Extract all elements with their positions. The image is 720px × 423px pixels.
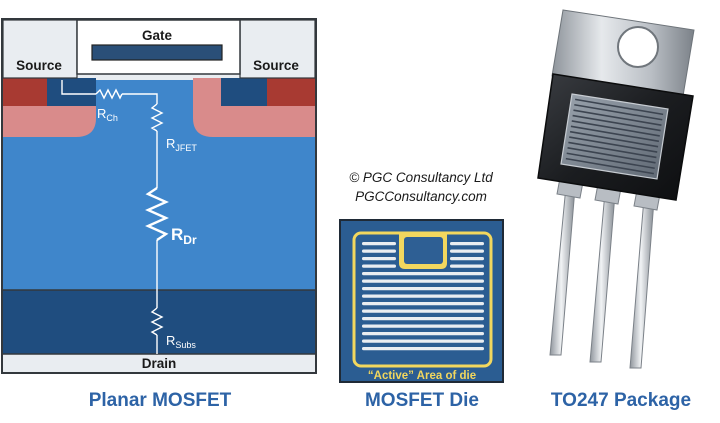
lead-left <box>549 185 576 356</box>
package-die-window <box>560 93 669 180</box>
package-die-stripe <box>574 103 663 121</box>
package-die-stripe <box>567 147 656 164</box>
mosfet-die-caption: MOSFET Die <box>365 390 479 411</box>
die-stripe <box>362 264 396 268</box>
r-jfet-resistor <box>150 103 164 132</box>
n-source-left <box>47 78 96 106</box>
die-stripe <box>362 294 484 298</box>
active-area-outline <box>352 231 493 368</box>
website-line: PGCConsultancy.com <box>355 189 487 204</box>
r-subs-label: RSubs <box>166 333 196 350</box>
source-left-label: Source <box>16 58 62 73</box>
to247-caption: TO247 Package <box>551 390 691 411</box>
die-stripe <box>362 249 396 253</box>
package-die-stripe <box>571 120 660 137</box>
package-die-stripe <box>569 136 658 153</box>
lead-middle <box>589 191 616 363</box>
substrate <box>3 290 315 354</box>
active-area-label: “Active” Area of die <box>368 370 476 382</box>
die-stripe <box>362 242 396 246</box>
package-die-stripe <box>570 125 660 143</box>
package-die-stripe <box>575 98 664 116</box>
die-stripe <box>362 324 484 328</box>
package-die-stripes <box>565 98 664 175</box>
package-die-stripe <box>573 109 662 126</box>
package-die-stripe <box>568 141 657 159</box>
r-dr-resistor <box>145 187 169 241</box>
die-stripe <box>450 242 484 246</box>
die-stripe <box>362 309 484 313</box>
die-stripe <box>362 339 484 343</box>
mosfet-die: “Active” Area of die <box>339 219 504 383</box>
copyright-line: © PGC Consultancy Ltd <box>349 170 493 185</box>
die-stripe <box>450 257 484 261</box>
drain-label: Drain <box>142 356 177 371</box>
die-stripe <box>362 302 484 306</box>
to247-package <box>537 9 695 369</box>
package-die-stripe <box>565 157 654 175</box>
r-ch-resistor <box>95 88 123 100</box>
die-stripe <box>362 272 484 276</box>
die-stripe <box>362 257 396 261</box>
n-source-left-outer <box>3 78 47 106</box>
gate-electrode <box>91 44 223 61</box>
die-stripe <box>362 279 484 283</box>
die-stripe <box>362 287 484 291</box>
drain-contact <box>3 354 315 372</box>
n-source-right <box>221 78 267 106</box>
source-right-label: Source <box>253 58 299 73</box>
n-source-right-outer <box>267 78 315 106</box>
die-stripes <box>362 242 484 351</box>
planar-mosfet-cross-section: Gate Source Source Drain RCh RJFET RDr R… <box>1 18 317 374</box>
source-contact-left <box>2 19 78 79</box>
channel-wire <box>61 80 96 95</box>
r-dr-label: RDr <box>171 225 197 247</box>
planar-mosfet-caption: Planar MOSFET <box>89 390 232 411</box>
die-stripe <box>362 332 484 336</box>
package-die-stripe <box>569 130 659 148</box>
die-stripe <box>450 249 484 253</box>
die-stripe <box>450 264 484 268</box>
lead-right <box>629 197 655 369</box>
gate-pad <box>404 237 443 264</box>
package-die-stripe <box>572 114 661 132</box>
die-stripe <box>362 347 484 351</box>
r-ch-label: RCh <box>97 106 118 123</box>
gate-label: Gate <box>142 28 173 43</box>
r-jfet-label: RJFET <box>166 136 197 153</box>
r-subs-resistor <box>150 307 164 336</box>
mounting-hole <box>617 26 659 68</box>
die-stripe <box>362 317 484 321</box>
package-die-stripe <box>566 152 655 170</box>
